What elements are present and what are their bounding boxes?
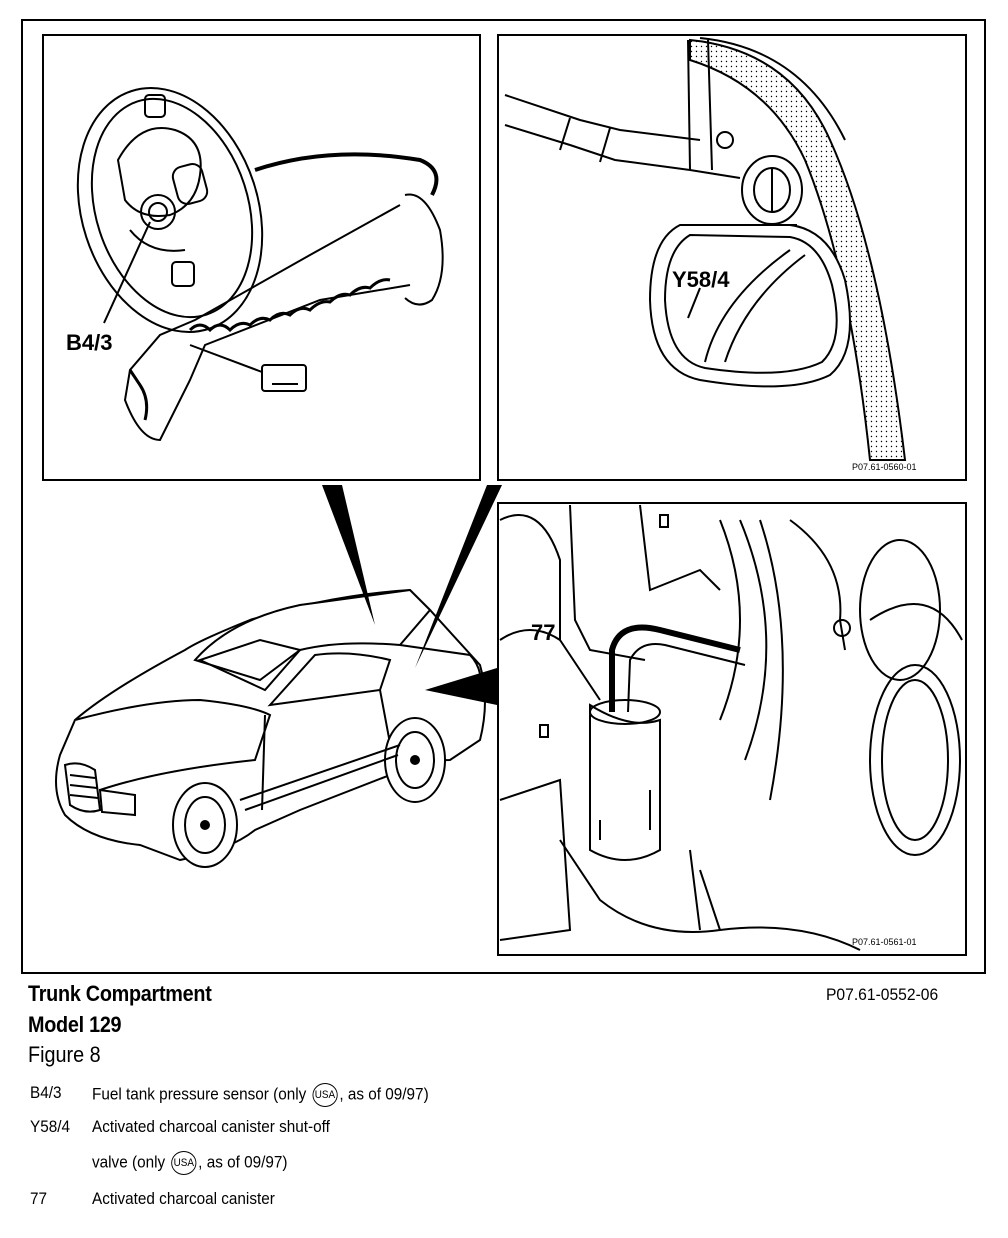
leader-b4-3 bbox=[103, 221, 151, 324]
legend-item-y58-4-cont: valve (only USA, as of 09/97) bbox=[30, 1151, 750, 1189]
legend-code: Y58/4 bbox=[30, 1117, 70, 1136]
pointer-to-canister bbox=[425, 668, 497, 705]
usa-badge-icon: USA bbox=[312, 1083, 338, 1107]
charcoal-canister-illustration bbox=[499, 504, 963, 951]
charcoal-valve-illustration bbox=[504, 37, 907, 461]
legend-text: valve (only bbox=[92, 1152, 170, 1172]
caption-title: Trunk Compartment bbox=[28, 981, 212, 1006]
figure-ref-code: P07.61-0552-06 bbox=[826, 985, 939, 1004]
pointer-to-shutoff-valve bbox=[415, 485, 502, 668]
usa-badge-icon: USA bbox=[171, 1151, 197, 1175]
panel-charcoal-canister: 77 P07.61-0561-01 bbox=[497, 502, 967, 956]
legend-code: B4/3 bbox=[30, 1083, 62, 1102]
figure-caption: Trunk Compartment Model 129 Figure 8 bbox=[28, 978, 232, 1070]
legend-description: valve (only USA, as of 09/97) bbox=[92, 1151, 287, 1175]
legend-item-b4-3: B4/3 Fuel tank pressure sensor (only USA… bbox=[30, 1083, 750, 1117]
legend-code: 77 bbox=[30, 1189, 48, 1208]
ref-top-right: P07.61-0560-01 bbox=[852, 462, 917, 472]
legend: B4/3 Fuel tank pressure sensor (only USA… bbox=[30, 1083, 750, 1223]
panel-shutoff-valve: Y58/4 P07.61-0560-01 bbox=[497, 34, 967, 481]
pointer-to-fuel-sender bbox=[322, 485, 375, 625]
legend-description: Activated charcoal canister bbox=[92, 1189, 275, 1208]
ref-bottom-right: P07.61-0561-01 bbox=[852, 937, 917, 947]
legend-text: Fuel tank pressure sensor (only bbox=[92, 1084, 311, 1104]
legend-description: Activated charcoal canister shut-off bbox=[92, 1117, 330, 1136]
legend-text: , as of 09/97) bbox=[339, 1084, 429, 1104]
legend-description: Fuel tank pressure sensor (only USA, as … bbox=[92, 1083, 429, 1107]
legend-item-y58-4: Y58/4 Activated charcoal canister shut-o… bbox=[30, 1117, 750, 1151]
caption-model: Model 129 bbox=[28, 1012, 122, 1037]
convertible-car-illustration bbox=[55, 588, 486, 868]
label-y58-4: Y58/4 bbox=[672, 267, 730, 292]
caption-figure: Figure 8 bbox=[28, 1042, 101, 1067]
leader-77 bbox=[559, 639, 601, 701]
leader-y58-4 bbox=[687, 287, 701, 319]
fuel-pump-sender-illustration bbox=[76, 87, 444, 442]
outer-frame bbox=[21, 19, 986, 974]
diagram-figure: B4/3 bbox=[21, 19, 986, 974]
label-77: 77 bbox=[531, 620, 555, 645]
panel-fuel-sender: B4/3 bbox=[42, 34, 481, 481]
legend-text: , as of 09/97) bbox=[198, 1152, 288, 1172]
label-b4-3: B4/3 bbox=[66, 330, 112, 355]
legend-item-77: 77 Activated charcoal canister bbox=[30, 1189, 750, 1223]
